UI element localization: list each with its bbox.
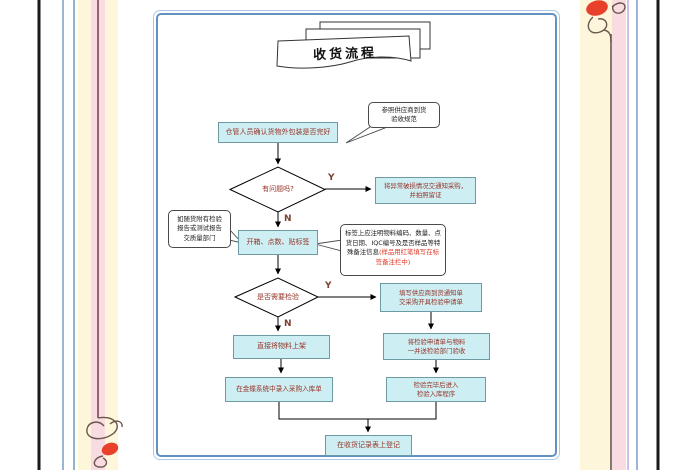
label-note-black: 标签上应注明物料编码、数量、点货日期、IQC编号及是否样品等特殊备注信息 xyxy=(345,229,441,257)
kingdee-entry-box: 在金蝶系统中录入采购入库单 xyxy=(225,377,333,402)
problem-decision-label: 有问题吗? xyxy=(262,185,294,193)
box-line: 并拍照留证 xyxy=(409,190,442,199)
box-line: 将检验申请单与物料 xyxy=(407,337,466,346)
box-text: 在收货记录表上登记 xyxy=(337,440,400,449)
notify-purchasing-box: 将异常破损情况交通知采购， 并拍照留证 xyxy=(375,177,476,204)
send-inspection-box: 将检验申请单与物料 一并送检验部门验收 xyxy=(383,333,490,360)
box-text: 在金蝶系统中录入采购入库单 xyxy=(236,385,322,394)
callout-line: 交质量部门 xyxy=(183,233,216,242)
label-callout-tail xyxy=(314,239,343,252)
acceptance-spec-callout: 参照供应商到货 验收规范 xyxy=(368,102,440,128)
balloon-doodle-top-right xyxy=(586,0,626,43)
callout-line: 如随货附有检验 xyxy=(177,215,222,224)
red-balloon-bottom-left xyxy=(101,442,119,456)
register-record-box: 在收货记录表上登记 xyxy=(325,435,412,456)
box-text: 开箱、点数、贴标签 xyxy=(246,237,310,246)
callout-line: 报告或测试报告 xyxy=(177,224,222,233)
branch-label-yes-2: Y xyxy=(325,281,332,291)
box-text: 直接将物料上架 xyxy=(257,342,306,351)
paper-sheet-front xyxy=(276,35,412,69)
box-line: 一并送检验部门验收 xyxy=(407,346,466,355)
balloon-doodle-bottom-left xyxy=(86,416,123,468)
right-yellow-band xyxy=(580,0,613,470)
fill-arrival-notice-box: 填写供应商到货通知单 交采购开具检验申请单 xyxy=(380,283,482,312)
branch-label-no-1: N xyxy=(284,214,292,224)
shelve-directly-box: 直接将物料上架 xyxy=(233,335,330,359)
unpack-count-label-box: 开箱、点数、贴标签 xyxy=(238,230,318,255)
box-line: 填写供应商到货通知单 xyxy=(399,288,463,297)
callout-line: 验收规范 xyxy=(391,115,417,123)
box-line: 检验入库程序 xyxy=(416,389,456,398)
inspection-report-callout: 如随货附有检验 报告或测试报告 交质量部门 xyxy=(168,210,231,248)
label-note-red: (样品用红笔填写在标签备注栏中) xyxy=(375,248,439,266)
callout-line: 参照供应商到货 xyxy=(381,105,427,114)
warehouse-confirm-packaging-box: 仓管人员确认货物外包装是否完好 xyxy=(218,122,338,143)
flowchart-title: 收货流程 xyxy=(312,45,378,63)
box-line: 交采购开具检验申请单 xyxy=(399,297,463,306)
box-line: 将异常破损情况交通知采购， xyxy=(383,181,468,190)
need-inspection-decision-label: 是否需要检验 xyxy=(257,293,299,301)
branch-label-no-2: N xyxy=(284,319,292,329)
right-pink-band xyxy=(612,0,626,470)
right-stripe-group xyxy=(580,0,660,470)
title-paper-stack xyxy=(276,21,431,69)
branch-label-yes-1: Y xyxy=(328,173,335,183)
flow-connectors xyxy=(275,143,439,433)
label-requirements-callout: 标签上应注明物料编码、数量、点货日期、IQC编号及是否样品等特殊备注信息(样品用… xyxy=(340,224,446,276)
left-stripe-group xyxy=(37,0,123,470)
box-text: 仓管人员确认货物外包装是否完好 xyxy=(225,127,331,136)
box-line: 检验完毕后进入 xyxy=(413,380,459,389)
red-balloon-top-right xyxy=(586,0,608,16)
inspection-storage-box: 检验完毕后进入 检验入库程序 xyxy=(386,377,486,402)
